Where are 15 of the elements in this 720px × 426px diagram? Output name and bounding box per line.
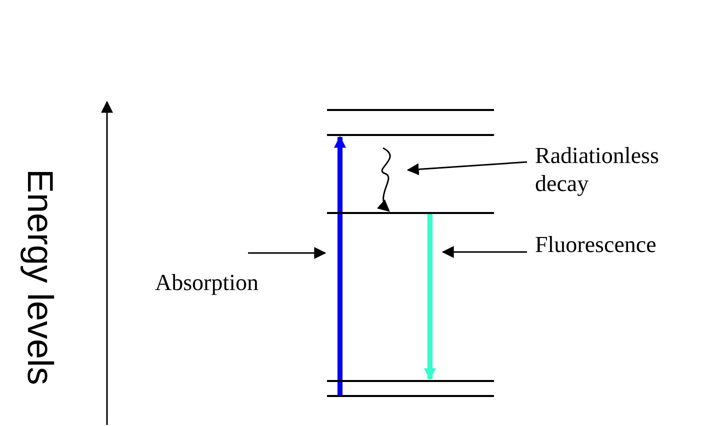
annotation-text: Absorption: [155, 269, 315, 297]
energy-level-line: [327, 134, 494, 136]
energy-level-line: [327, 109, 494, 111]
transition-arrow: [424, 214, 436, 380]
leader-arrow: [248, 247, 326, 259]
leader-arrow: [442, 246, 527, 258]
wavy-arrow: [377, 147, 391, 212]
energy-level-line: [327, 380, 494, 382]
leader-arrow: [406, 161, 528, 176]
axis-title: Energy levels: [19, 168, 61, 388]
annotation-text: Fluorescence: [535, 231, 715, 259]
energy-level-line: [327, 212, 494, 214]
transition-arrow: [334, 136, 346, 395]
energy-level-line: [327, 395, 494, 397]
annotation-text: Radiationless decay: [535, 142, 685, 198]
